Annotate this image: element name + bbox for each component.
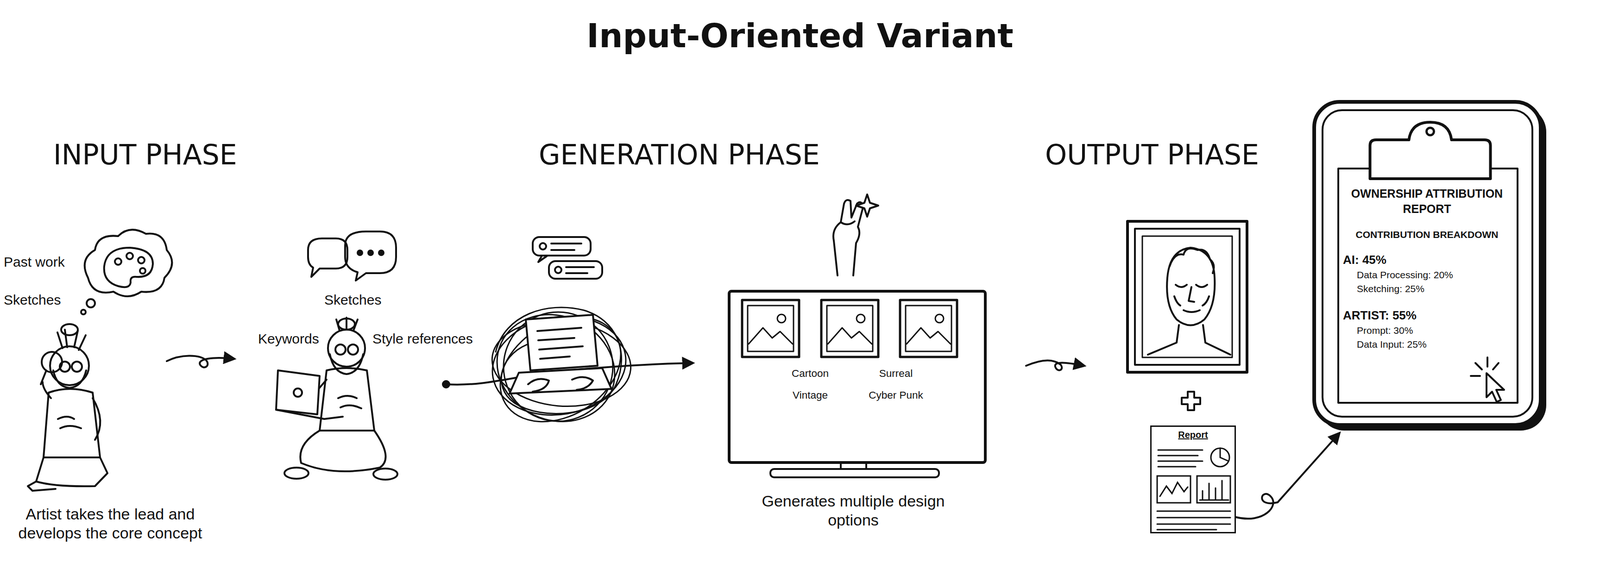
label-text: Past work <box>3 253 65 271</box>
phase-heading: GENERATION PHASE <box>538 138 820 172</box>
report-heading: Report <box>1151 429 1235 441</box>
diagram-title: Input-Oriented Variant <box>0 15 1600 56</box>
text-slot: Style references <box>372 330 473 348</box>
share-item: Prompt: 30% <box>1342 323 1512 338</box>
style-option: Surreal <box>835 367 957 380</box>
section-heading: CONTRIBUTION BREAKDOWN <box>1342 228 1512 241</box>
label-text: Style references <box>372 330 473 348</box>
share-total: AI: 45% <box>1342 251 1512 269</box>
style-option: Cartoon <box>749 367 871 380</box>
text-slot: Cyber Punk <box>835 389 957 402</box>
style-option: Cyber Punk <box>835 389 957 402</box>
text-slot: Generates multiple design options <box>755 491 951 531</box>
text-slot: Sketches <box>3 291 61 309</box>
text-slot: Cartoon <box>749 367 871 380</box>
share-item: Data Input: 25% <box>1342 337 1512 352</box>
share-item: Sketching: 25% <box>1342 282 1512 296</box>
label-text: Keywords <box>258 330 320 348</box>
report-title: OWNERSHIP ATTRIBUTION REPORT <box>1342 186 1512 217</box>
label-text: Sketches <box>324 291 382 309</box>
attribution-clipboard: OWNERSHIP ATTRIBUTION REPORT CONTRIBUTION… <box>1311 99 1550 434</box>
text-slot: Keywords <box>258 330 320 348</box>
label-text: Artist takes the lead and develops the c… <box>3 504 217 544</box>
phase-heading: OUTPUT PHASE <box>1045 138 1260 172</box>
text-slot: Input-Oriented Variant <box>0 15 1600 56</box>
text-slot: Vintage <box>749 389 871 402</box>
text-slot: Report <box>1151 429 1235 441</box>
monitor-screen: CartoonSurrealVintageCyber Punk <box>727 289 987 465</box>
text-slot: Past work <box>3 253 65 271</box>
phase-heading: INPUT PHASE <box>53 138 238 172</box>
text-slot: GENERATION PHASE <box>538 138 820 172</box>
text-slot: Sketches <box>324 291 382 309</box>
share-total: ARTIST: 55% <box>1342 307 1512 324</box>
text-slot: Surreal <box>835 367 957 380</box>
clipboard-content: OWNERSHIP ATTRIBUTION REPORT CONTRIBUTION… <box>1342 186 1512 352</box>
share-item: Data Processing: 20% <box>1342 268 1512 282</box>
text-slot: Artist takes the lead and develops the c… <box>3 504 217 544</box>
text-slot: OUTPUT PHASE <box>1045 138 1260 172</box>
style-option: Vintage <box>749 389 871 402</box>
flow-arrow <box>1235 433 1340 519</box>
label-text: Generates multiple design options <box>755 491 951 531</box>
text-slot: INPUT PHASE <box>53 138 238 172</box>
report-document: Report <box>1150 425 1236 534</box>
label-text: Sketches <box>3 291 61 309</box>
